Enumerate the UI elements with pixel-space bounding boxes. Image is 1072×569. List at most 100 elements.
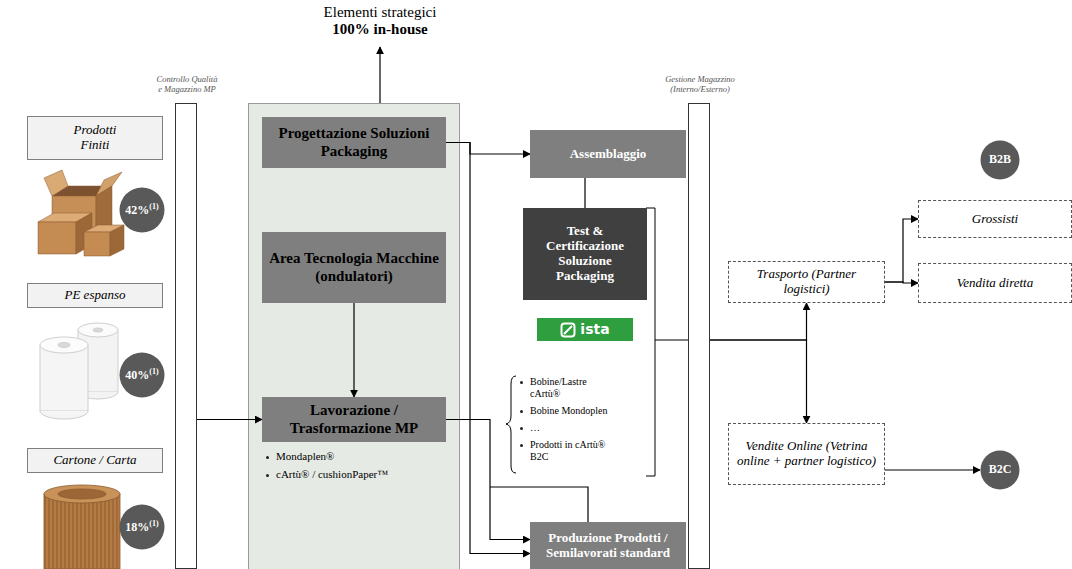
roll-body xyxy=(40,345,88,411)
corrugated-roll-picture xyxy=(44,485,120,569)
bullet-dot xyxy=(520,427,523,430)
badge-circle: B2C xyxy=(980,450,1020,490)
bullet-text: Prodotti in cArtù® B2C xyxy=(530,439,616,463)
strategic-band: Elementi strategici100% in-houseProgetta… xyxy=(248,103,460,569)
connector xyxy=(710,303,807,340)
node-text: Vendita diretta xyxy=(957,276,1033,291)
bullet-list: Mondaplen® cArtù® / cushionPaper™ xyxy=(266,450,456,486)
roll-body xyxy=(44,494,120,569)
bullet-text: Mondaplen® xyxy=(276,450,334,463)
text-group: Vendita diretta xyxy=(957,276,1033,291)
logo-stroke xyxy=(564,326,572,334)
ista-logo: ista xyxy=(537,318,633,341)
material-box: PE espanso xyxy=(27,283,163,308)
channel-box: Grossisti xyxy=(918,200,1072,238)
node-text: Controllo Qualità e Magazzino MP xyxy=(155,75,219,95)
connector xyxy=(885,469,980,470)
band-background xyxy=(249,104,460,569)
bullet-text: Bobine Mondoplen xyxy=(530,405,608,417)
box-side xyxy=(110,225,124,256)
circle-fill xyxy=(120,505,165,550)
roll-bottom xyxy=(40,411,88,419)
connector xyxy=(197,419,262,420)
text-group: Area Tecnologia Macchine (ondulatori) xyxy=(268,250,440,285)
box-face xyxy=(38,222,76,254)
node-text: Lavorazione / Trasformazione MP xyxy=(268,402,440,437)
connector xyxy=(885,219,918,282)
roll-core xyxy=(93,328,103,332)
text-group: Gestione Magazzino (Interno/Esterno) xyxy=(660,75,740,95)
node-text: PE espanso xyxy=(64,288,125,303)
bullet-dot xyxy=(520,381,523,384)
text-group: Grossisti xyxy=(972,212,1018,227)
logo-frame xyxy=(562,323,575,336)
circle-fill xyxy=(981,451,1020,490)
connector xyxy=(885,282,918,283)
bullet-item: Mondaplen® xyxy=(266,450,456,463)
node-text: (1) xyxy=(149,367,158,376)
channel-box: Vendita diretta xyxy=(918,263,1072,303)
badge-circle: 42%(1) xyxy=(119,187,165,233)
roll-core xyxy=(58,489,106,499)
node-text: 42% xyxy=(125,203,149,217)
foam-rolls-picture xyxy=(40,323,118,419)
node-text: Grossisti xyxy=(972,212,1018,227)
bullet-item: Bobine/Lastre cArtù® xyxy=(520,376,616,400)
circle-fill xyxy=(981,141,1020,180)
circle-fill xyxy=(120,188,165,233)
process-box: Progettazione Soluzioni Packaging xyxy=(262,117,446,168)
text-group: B2C xyxy=(989,463,1012,477)
node-text: 40% xyxy=(125,368,149,382)
bullet-text: cArtù® / cushionPaper™ xyxy=(276,468,388,481)
process-box: Assemblaggio xyxy=(530,130,686,178)
bullet-dot xyxy=(520,410,523,413)
text-group: Cartone / Carta xyxy=(53,453,136,468)
connector xyxy=(446,420,530,540)
text-group: PE espanso xyxy=(64,288,125,303)
node-text: (1) xyxy=(149,202,158,211)
text-group: ista xyxy=(580,321,609,337)
bullet-item: cArtù® / cushionPaper™ xyxy=(266,468,456,481)
node-text: 18% xyxy=(125,520,149,534)
bullet-text: … xyxy=(530,422,540,434)
roll-core xyxy=(58,343,70,348)
node-text: Produzione Prodotti / Semilavorati stand… xyxy=(536,531,680,561)
text-group: Produzione Prodotti / Semilavorati stand… xyxy=(536,531,680,561)
node-text: Cartone / Carta xyxy=(53,453,136,468)
roll-top xyxy=(40,337,88,353)
roll-top xyxy=(44,485,120,503)
badge-circle: 40%(1) xyxy=(119,352,165,398)
cardboard-boxes-picture xyxy=(38,170,124,256)
certification-box: Test & Certificazione Soluzione Packagin… xyxy=(523,208,647,300)
band-fill xyxy=(249,104,460,569)
node-text: Prodotti Finiti xyxy=(63,123,127,153)
text-group: Test & Certificazione Soluzione Packagin… xyxy=(529,224,641,284)
text-group: Trasporto (Partner logistici) xyxy=(735,267,878,297)
box-face xyxy=(84,232,110,256)
material-box: Prodotti Finiti xyxy=(27,116,163,160)
bracket-link xyxy=(655,339,688,340)
text-group: 40%(1) xyxy=(125,367,158,383)
connector xyxy=(446,143,530,155)
strategic-arrow xyxy=(379,47,380,103)
circle-fill xyxy=(120,353,165,398)
node-text: Progettazione Soluzioni Packaging xyxy=(268,125,440,160)
node-text: Assemblaggio xyxy=(570,147,647,162)
badge-circle: 18%(1) xyxy=(119,504,165,550)
node-text: ista xyxy=(580,321,609,337)
text-group: Controllo Qualità e Magazzino MP xyxy=(155,75,219,95)
storage-bar: Controllo Qualità e Magazzino MP xyxy=(175,103,197,569)
badge-circle: B2B xyxy=(980,140,1020,180)
process-box: Lavorazione / Trasformazione MP xyxy=(262,397,446,442)
channel-box: Vendite Online (Vetrina online + partner… xyxy=(728,423,885,485)
bullet-list: Bobine/Lastre cArtù® Bobine Mondoplen … Pro… xyxy=(520,376,616,468)
node-text: Elementi strategici xyxy=(306,4,454,21)
bullet-dot xyxy=(266,456,269,459)
node-text: (1) xyxy=(149,519,158,528)
bullet-dot xyxy=(520,444,523,447)
node-text: Trasporto (Partner logistici) xyxy=(735,267,878,297)
box-flap xyxy=(44,170,68,196)
connector xyxy=(353,303,354,397)
node-text: Vendite Online (Vetrina online + partner… xyxy=(735,439,878,469)
